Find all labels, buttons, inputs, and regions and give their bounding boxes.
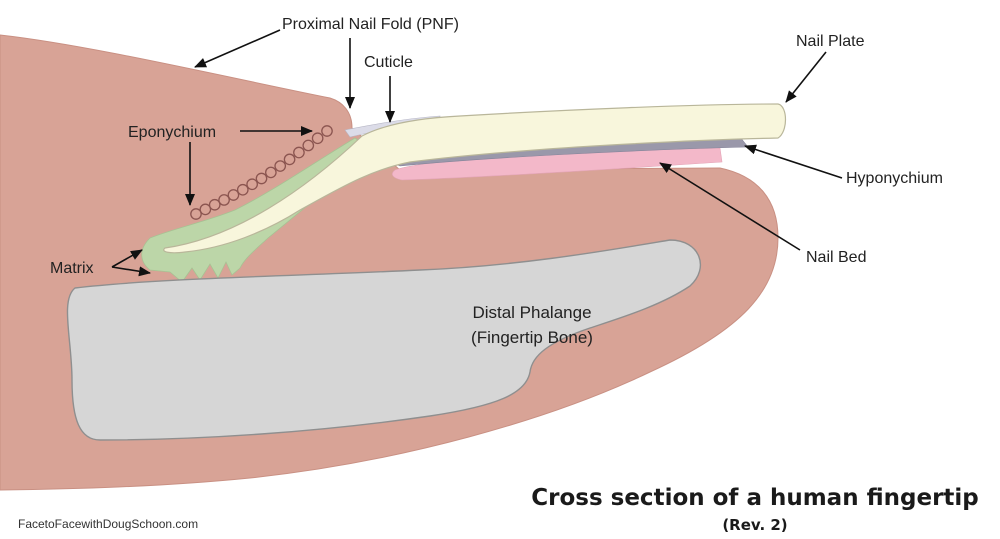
eponychium-ring: [208, 198, 221, 211]
eponychium-ring: [199, 203, 212, 216]
eponychium-ring: [227, 189, 240, 201]
eponychium-ring: [283, 153, 296, 166]
diagram-subtitle: (Rev. 2): [722, 516, 787, 534]
distal-phalange-bone: [66, 239, 701, 441]
matrix-arrow-right: [111, 266, 151, 277]
nail-bed-arrow: [659, 162, 801, 251]
eponychium-rings: [190, 125, 333, 220]
credit-text: FacetoFacewithDougSchoon.com: [18, 517, 198, 531]
label-nail-bed: Nail Bed: [806, 249, 866, 266]
eponychium-ring: [293, 146, 305, 159]
label-cuticle: Cuticle: [364, 54, 413, 71]
nail-plate: [163, 103, 787, 254]
label-proximal-nail-fold: Proximal Nail Fold (PNF): [282, 16, 459, 33]
label-matrix: Matrix: [50, 260, 94, 277]
eponychium-ring: [274, 160, 287, 172]
nail-plate-arrow: [785, 51, 827, 103]
eponychium-ring: [321, 125, 333, 137]
hyponychium-arrow: [744, 144, 843, 179]
eponychium-ring: [302, 139, 315, 152]
diagram-title: Cross section of a human fingertip: [531, 485, 979, 511]
eponychium-ring: [265, 166, 277, 179]
label-nail-plate: Nail Plate: [796, 33, 865, 50]
label-eponychium: Eponychium: [128, 124, 216, 141]
eponychium-ring: [190, 208, 202, 220]
eponychium-ring: [311, 132, 324, 145]
label-bone-line2: (Fingertip Bone): [471, 328, 593, 347]
label-hyponychium: Hyponychium: [846, 170, 943, 187]
label-bone-line1: Distal Phalange: [472, 303, 591, 322]
matrix-arrow-up: [111, 249, 143, 268]
pnf-arrow-to-skin: [194, 29, 281, 68]
eponychium-ring: [236, 183, 249, 196]
eponychium-ring: [246, 178, 258, 191]
eponychium-ring: [218, 194, 230, 206]
eponychium-ring: [255, 172, 268, 185]
